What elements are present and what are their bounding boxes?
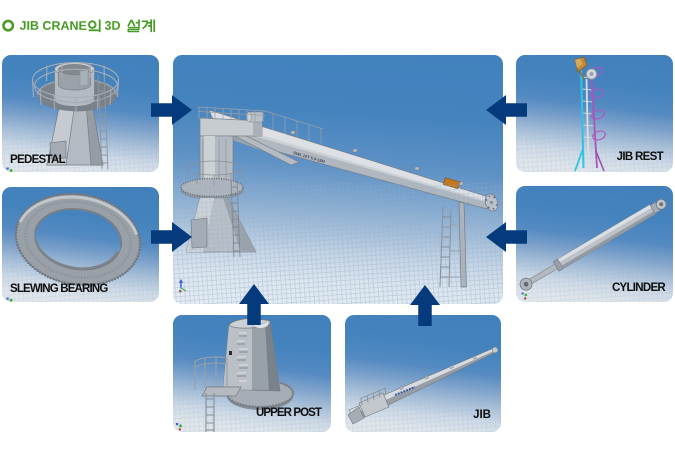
svg-text:3D: 3D (104, 19, 120, 33)
svg-text:JIB CRANE: JIB CRANE (19, 19, 86, 33)
